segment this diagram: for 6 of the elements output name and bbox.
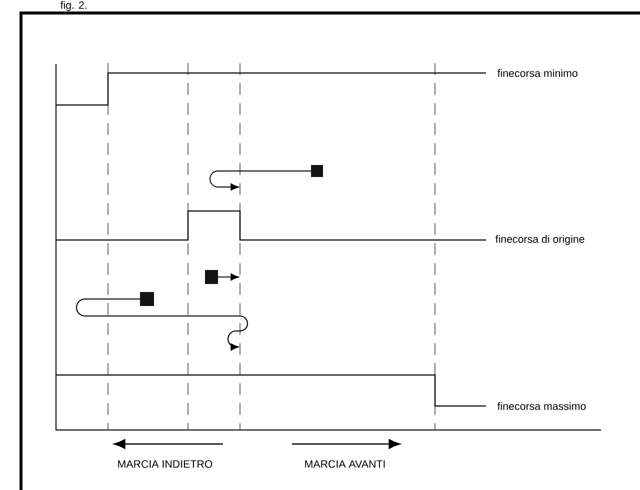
direction-label: MARCIA AVANTI (305, 460, 385, 468)
signal-label: finecorsa massimo (497, 402, 586, 410)
signal-label: finecorsa di origine (495, 235, 584, 245)
signal-label: finecorsa minimo (497, 69, 578, 77)
figure-title: fig. 2. (60, 1, 86, 11)
direction-label: MARCIA INDIETRO (118, 460, 212, 468)
